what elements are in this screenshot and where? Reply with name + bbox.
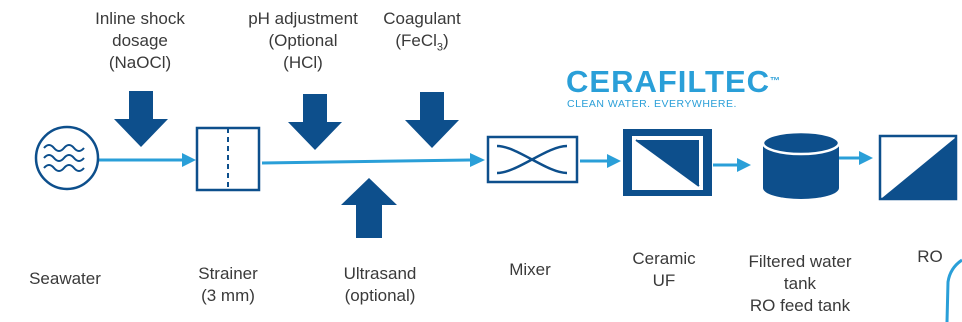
shock-dosage-arrow [114, 91, 168, 147]
mixer-icon [486, 135, 579, 184]
ceramic-uf-label: Ceramic UF [632, 249, 696, 290]
mixer-label: Mixer [509, 260, 551, 279]
ph-adjustment-label: pH adjustment (Optional (HCl) [248, 9, 358, 72]
ceramic-uf-icon [623, 129, 712, 196]
seawater-wave-icon [34, 125, 100, 191]
ultrasand-arrow [341, 178, 397, 238]
flow-line-strainer-mixer [261, 158, 471, 165]
cerafiltec-logo: CERAFILTEC™ [566, 64, 782, 99]
cerafiltec-tagline: CLEAN WATER. EVERYWHERE. [567, 98, 737, 110]
ro-label: RO [917, 247, 943, 266]
filtered-tank-label: Filtered water tank RO feed tank [748, 252, 852, 315]
tank-icon [761, 130, 841, 199]
shock-dosage-label: Inline shock dosage (NaOCl) [95, 9, 185, 72]
coagulant-label: Coagulant (FeCl3) [383, 9, 461, 54]
strainer-icon [195, 126, 261, 192]
flow-arrowhead [607, 154, 621, 168]
ultrasand-label: Ultrasand (optional) [343, 264, 417, 305]
flow-arrowhead [470, 153, 485, 167]
flow-arrowhead [737, 158, 751, 172]
strainer-label: Strainer (3 mm) [198, 264, 258, 305]
seawater-label: Seawater [29, 269, 101, 288]
coagulant-arrow [405, 92, 459, 148]
ro-membrane-icon [878, 134, 958, 201]
ph-adjustment-arrow [288, 94, 342, 150]
ro-outlet-line [945, 258, 962, 322]
flow-arrowhead [182, 153, 196, 167]
flow-arrowhead [859, 151, 873, 165]
